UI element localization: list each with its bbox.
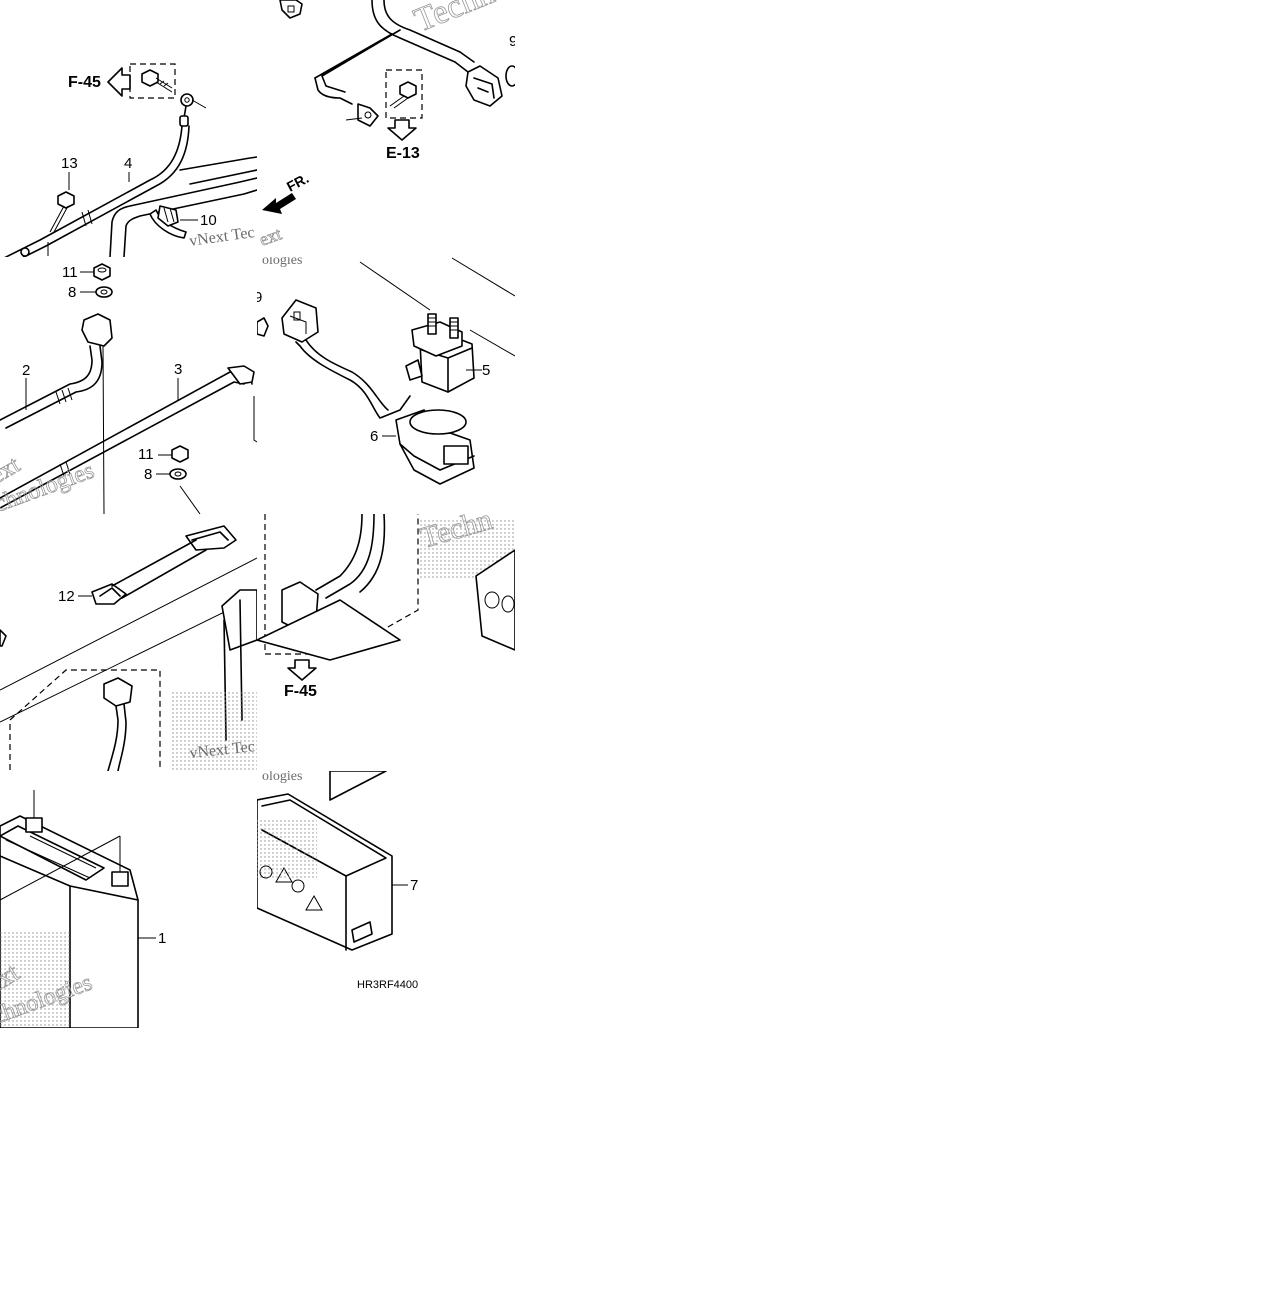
callout-11-lower: 11 [138, 446, 154, 463]
battery-band-12 [91, 525, 237, 605]
callout-6: 6 [370, 428, 378, 445]
tile-battery-band: 12 vNext Tec [0, 525, 257, 771]
ref-label-f45-top[interactable]: F-45 [68, 74, 101, 91]
ref-label-f45-mid[interactable]: F-45 [284, 683, 317, 700]
battery-1 [0, 790, 139, 1028]
callout-8-lower: 8 [144, 466, 152, 483]
callout-5: 5 [482, 362, 490, 379]
callout-9-top: 9 [509, 33, 517, 50]
front-direction-arrow: FR. [262, 170, 311, 214]
bolt-13 [47, 191, 75, 256]
callout-2: 2 [22, 362, 30, 379]
ground-cable [4, 93, 194, 257]
callout-13: 13 [61, 155, 78, 172]
watermark-text: ologies [262, 769, 302, 784]
watermark-text: Techno [409, 0, 515, 39]
battery-cable-2 [0, 313, 113, 429]
ref-arrow-e13[interactable] [387, 119, 417, 141]
ref-label-e13[interactable]: E-13 [386, 145, 420, 162]
ref-arrow-f45-mid[interactable] [287, 659, 317, 681]
tile-battery-box-top: F-45 Techn [257, 514, 515, 700]
tile-battery-box: 7 ologies HR3RF4400 [257, 769, 418, 991]
callout-4: 4 [124, 155, 132, 172]
starter-relay-5 [405, 313, 475, 393]
cable-band-10 [149, 205, 187, 239]
callout-7: 7 [410, 877, 418, 894]
nut-11-upper [93, 263, 111, 281]
callout-10: 10 [200, 212, 217, 229]
relay-connector [281, 299, 411, 419]
tile-battery: 1 ext chnologies [0, 790, 166, 1028]
watermark-text: ologies [262, 253, 302, 268]
watermark-text: vNext Tec [188, 224, 255, 250]
battery-cable-3 [0, 365, 255, 509]
ref-arrow-f45-top[interactable] [107, 67, 131, 97]
callout-3: 3 [174, 361, 182, 378]
tile-ground-cable: F-45 13 4 [4, 63, 257, 257]
tile-starter-relay: 5 6 9 ologies [254, 253, 515, 485]
drawing-code: HR3RF4400 [357, 979, 418, 991]
relay-cover-6 [395, 409, 475, 485]
tile-positive-cable-top: E-13 9 Techno FR. ext [257, 0, 517, 250]
watermark-text: ext [257, 223, 285, 249]
watermark-text: vNext Tec [189, 738, 256, 762]
flange-bolt-top [141, 69, 173, 93]
callout-12: 12 [58, 588, 75, 605]
terminal-grommet [454, 51, 515, 107]
tile-battery-cables: 11 8 2 3 11 8 [0, 263, 257, 514]
front-direction-label: FR. [284, 170, 311, 195]
callout-8-upper: 8 [68, 284, 76, 301]
callout-9: 9 [254, 289, 262, 306]
callout-1: 1 [158, 930, 166, 947]
callout-11-upper: 11 [62, 264, 78, 281]
